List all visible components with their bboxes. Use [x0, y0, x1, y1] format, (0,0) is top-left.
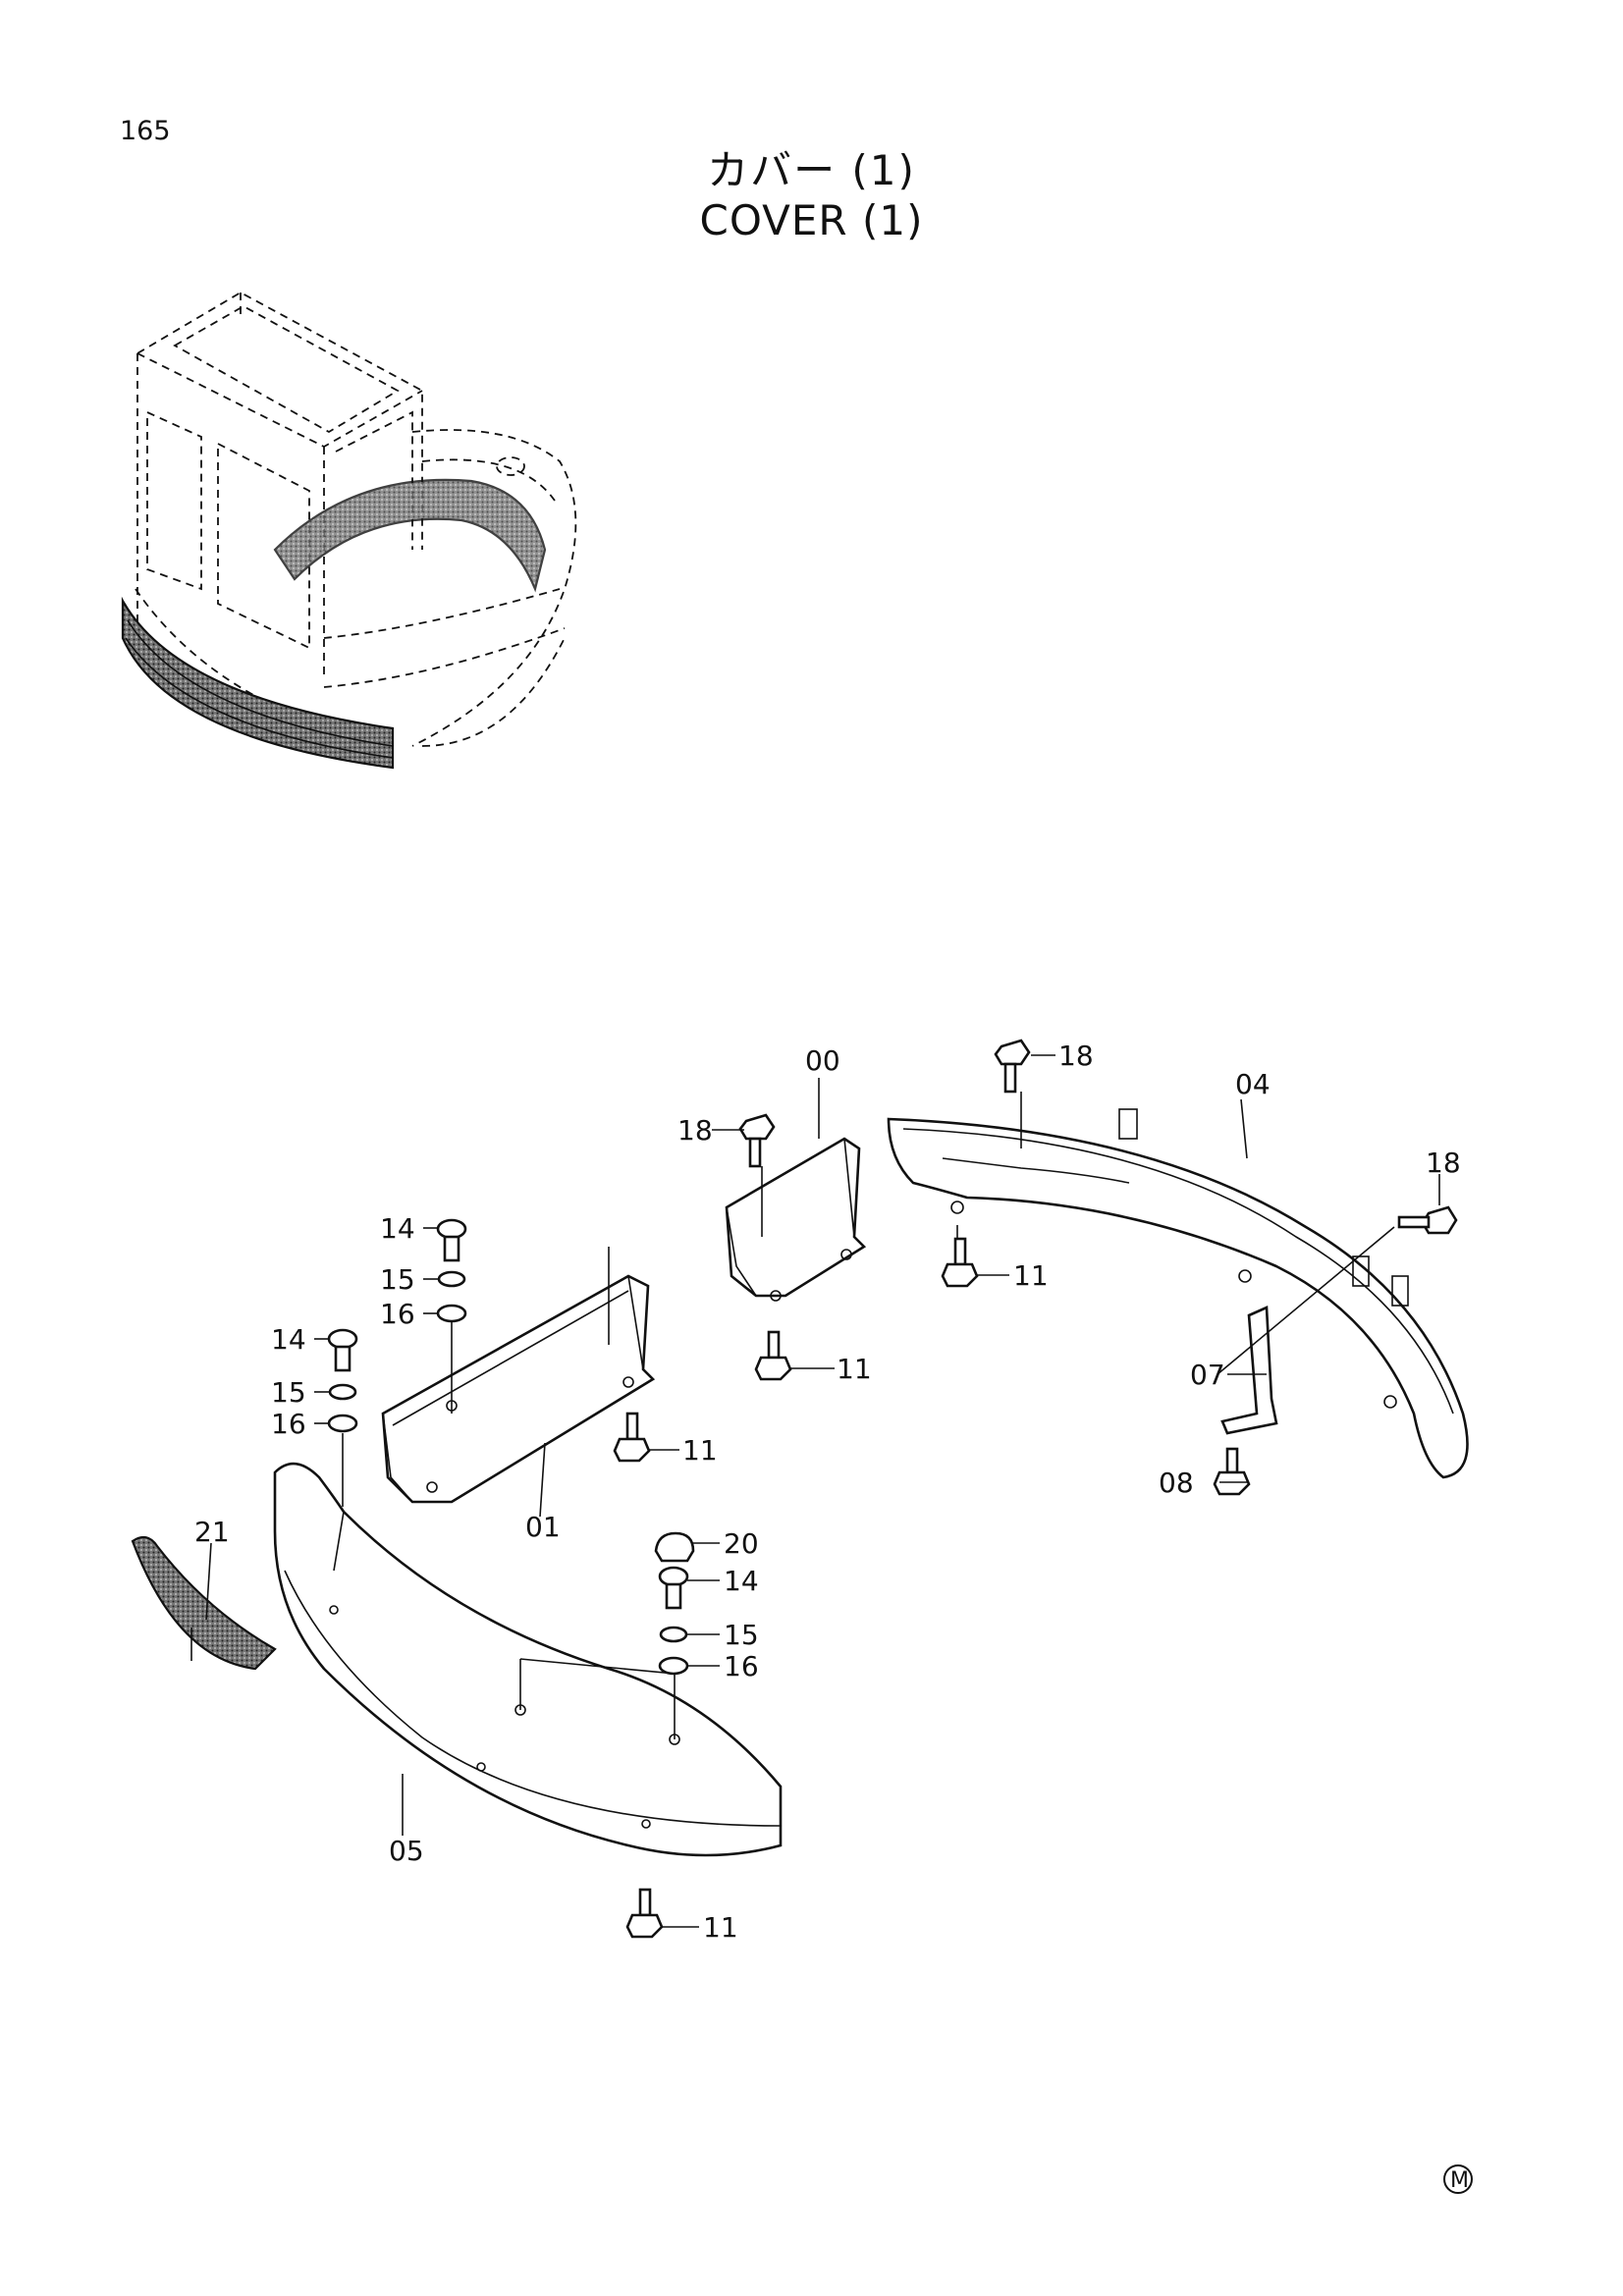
- callout-11-d: 11: [703, 1911, 738, 1944]
- callout-labels: 00 18 18 04 18 14 15 16 11 11 14 15 16 1…: [194, 1040, 1461, 1944]
- callout-14-lower: 14: [724, 1565, 759, 1597]
- callout-20: 20: [724, 1527, 759, 1560]
- bolt-11-b: [754, 1330, 792, 1381]
- callout-15-upper: 15: [380, 1263, 415, 1296]
- callout-16-lower: 16: [724, 1650, 759, 1682]
- callout-00: 00: [805, 1044, 840, 1077]
- washer-16-a: [436, 1304, 467, 1323]
- leader-lines: [190, 1054, 1440, 1928]
- bolt-18-left: [738, 1113, 776, 1168]
- callout-11-b: 11: [837, 1353, 872, 1385]
- callout-16-upper: 16: [380, 1298, 415, 1330]
- callout-18-top: 18: [1058, 1040, 1094, 1072]
- bolt-18-top: [994, 1039, 1031, 1094]
- circled-m-mark: M: [1443, 2164, 1473, 2194]
- callout-01: 01: [525, 1511, 561, 1543]
- plug-20: [654, 1531, 695, 1563]
- bolt-14-c: [658, 1566, 689, 1610]
- callout-05: 05: [389, 1835, 424, 1867]
- callout-14-upper: 14: [380, 1212, 415, 1245]
- part-07-bracket: [1220, 1306, 1278, 1435]
- washer-16-c: [658, 1656, 689, 1676]
- bolt-18-right: [1397, 1205, 1458, 1235]
- part-04-right-cover: [887, 1108, 1469, 1479]
- callout-18-right: 18: [1426, 1147, 1461, 1179]
- part-21-decal: [131, 1535, 277, 1671]
- washer-15-c: [659, 1626, 688, 1643]
- callout-07: 07: [1190, 1359, 1225, 1391]
- machine-overview-illustration: [121, 291, 577, 770]
- bolt-14-b: [327, 1328, 358, 1372]
- bolt-14-a: [436, 1218, 467, 1262]
- fasteners: [327, 1039, 1458, 1939]
- callout-16-left: 16: [271, 1408, 306, 1440]
- part-00-bracket: [725, 1137, 867, 1302]
- svg-text:M: M: [1450, 2168, 1469, 2193]
- washer-16-b: [327, 1414, 358, 1433]
- callout-11-c: 11: [682, 1434, 718, 1467]
- callout-15-lower: 15: [724, 1619, 759, 1651]
- bolt-11-c: [613, 1412, 651, 1463]
- title-english: COVER (1): [699, 196, 924, 244]
- callout-15-left: 15: [271, 1376, 306, 1409]
- callout-11-a: 11: [1013, 1259, 1049, 1292]
- bolt-11-a: [941, 1237, 979, 1288]
- part-01-bracket: [381, 1274, 656, 1504]
- callout-18-left: 18: [677, 1114, 713, 1147]
- callout-14-left: 14: [271, 1323, 306, 1356]
- callout-21: 21: [194, 1516, 230, 1548]
- bolt-11-d: [625, 1888, 664, 1939]
- callout-04: 04: [1235, 1068, 1271, 1100]
- washer-15-b: [328, 1383, 357, 1401]
- bolt-08: [1213, 1447, 1251, 1496]
- washer-15-a: [437, 1270, 466, 1288]
- page-number: 165: [120, 116, 171, 146]
- title-japanese: カバー (1): [707, 146, 916, 194]
- callout-08: 08: [1159, 1467, 1194, 1499]
